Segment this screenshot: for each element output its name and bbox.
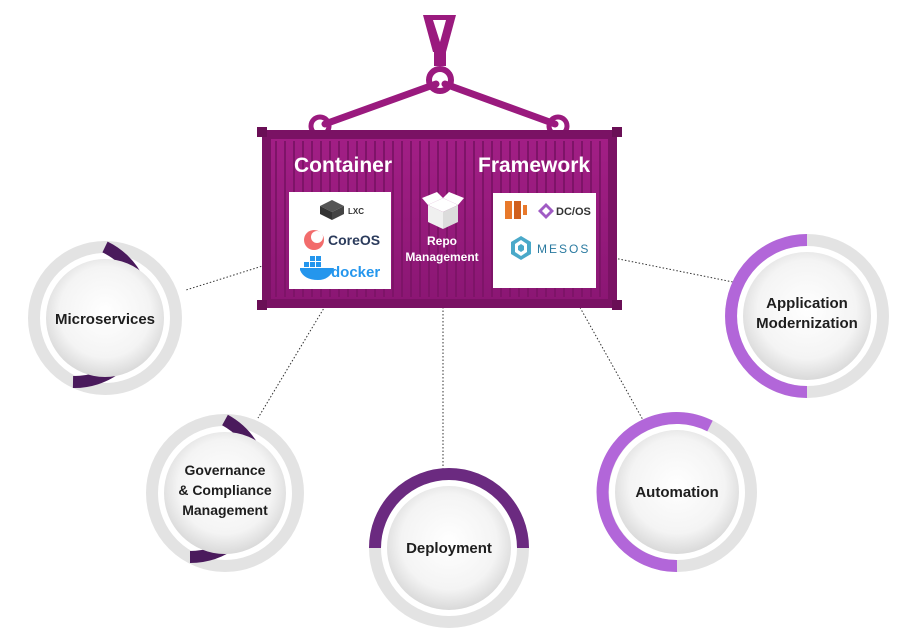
dcos-logo-text: DC/OS <box>556 206 591 218</box>
node-label-deployment: Deployment <box>406 540 492 557</box>
node-label-modernization-line2: Modernization <box>756 315 858 332</box>
node-label-governance-line2: & Compliance <box>178 482 272 498</box>
node-automation: Automation <box>596 412 757 573</box>
docker-logo-text: docker <box>331 264 380 281</box>
crane-hook <box>308 15 570 138</box>
node-microservices: Microservices <box>28 241 182 395</box>
node-label-governance-line3: Management <box>182 502 268 518</box>
repo-box-icon <box>422 192 464 229</box>
mesos-logo: MESOS <box>511 236 590 260</box>
docker-logo: docker <box>300 256 380 281</box>
connector-governance <box>257 287 337 419</box>
amazon-ecs-logo <box>505 201 527 219</box>
connector-automation <box>567 285 644 421</box>
connector-modernization <box>593 253 734 283</box>
mesos-logo-text: MESOS <box>537 242 590 256</box>
node-label-governance-line1: Governance <box>185 462 266 478</box>
dcos-logo: DC/OS <box>538 203 591 219</box>
coreos-logo-text: CoreOS <box>328 232 380 248</box>
repo-label-line1: Repo <box>427 234 457 248</box>
repo-label-line2: Management <box>405 250 478 264</box>
node-modernization: Application Modernization <box>725 234 889 398</box>
framework-title: Framework <box>478 154 590 177</box>
container-title: Container <box>294 154 392 177</box>
node-label-automation: Automation <box>635 484 718 501</box>
coreos-logo: CoreOS <box>304 230 380 250</box>
lxc-logo-text: LXC <box>348 207 364 216</box>
node-deployment: Deployment <box>369 468 529 628</box>
node-label-microservices: Microservices <box>55 311 155 328</box>
lxc-logo: LXC <box>320 200 364 220</box>
node-label-modernization-line1: Application <box>766 295 848 312</box>
node-governance: Governance & Compliance Management <box>146 414 304 572</box>
